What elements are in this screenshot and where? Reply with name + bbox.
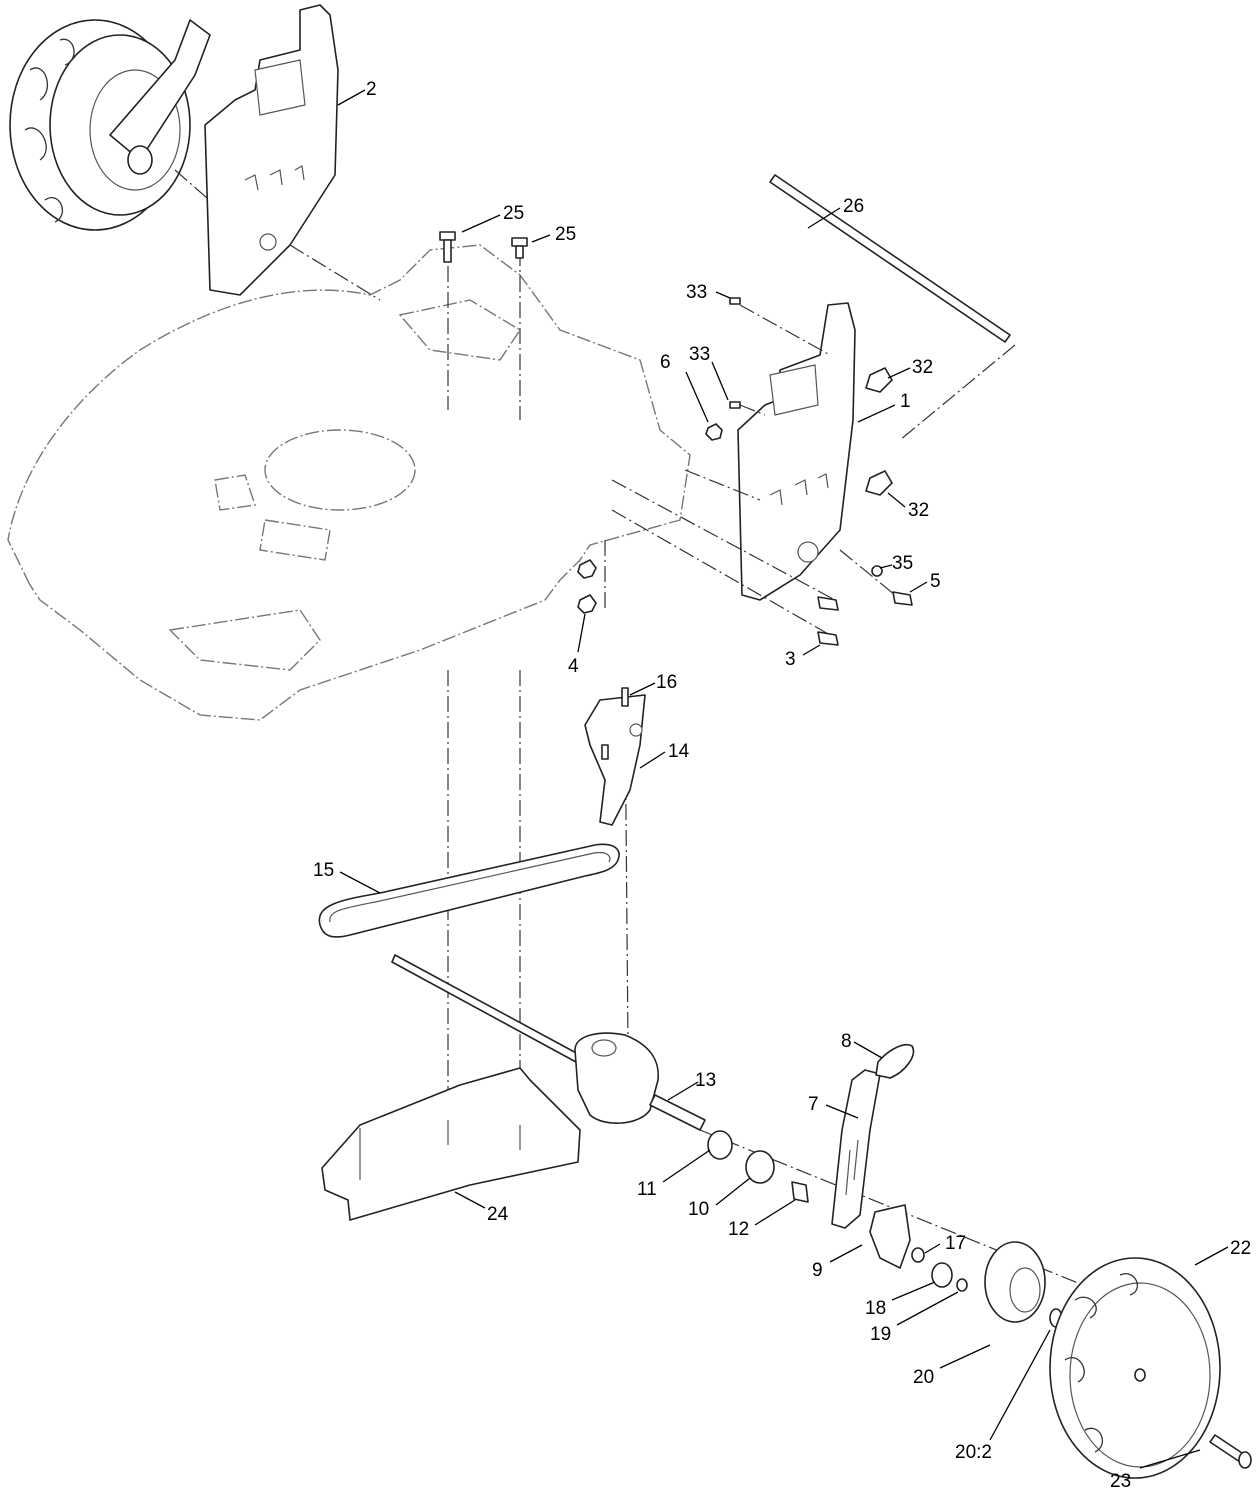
right-height-plate — [737, 302, 893, 601]
bracket-14 — [584, 694, 646, 826]
pivot-bracket — [869, 1204, 911, 1269]
wheel-bolt — [1209, 1434, 1252, 1469]
left-height-plate — [204, 4, 381, 301]
screw-16 — [621, 687, 629, 707]
callout-22: 22 — [1230, 1238, 1251, 1259]
assembly-center-lines — [447, 240, 1121, 1301]
callout-20: 20 — [913, 1367, 934, 1388]
callout-7: 7 — [808, 1094, 819, 1115]
callout-25-b: 25 — [555, 224, 576, 245]
callout-23: 23 — [1110, 1471, 1131, 1492]
height-lever — [831, 1069, 881, 1229]
callout-1: 1 — [900, 391, 911, 412]
bolt-25-left — [439, 231, 456, 263]
callout-labels: 2 25 25 26 33 33 6 32 1 32 35 5 3 4 16 1… — [313, 79, 1251, 1492]
grass-baffle — [321, 1067, 581, 1221]
nut-4-lower — [577, 594, 597, 614]
callout-5: 5 — [930, 571, 941, 592]
callout-19: 19 — [870, 1324, 891, 1345]
bolt-25-right — [511, 237, 528, 259]
callout-20-2: 20:2 — [955, 1442, 992, 1463]
callout-17: 17 — [945, 1233, 966, 1254]
callout-33-a: 33 — [686, 282, 707, 303]
callout-26: 26 — [843, 196, 864, 217]
left-wheel-assembly — [9, 19, 216, 231]
callout-9: 9 — [812, 1260, 823, 1281]
callout-15: 15 — [313, 860, 334, 881]
right-wheel — [1049, 1257, 1221, 1479]
pinion-gear-18 — [931, 1262, 953, 1288]
callout-24: 24 — [487, 1204, 509, 1225]
bearing-10 — [745, 1150, 775, 1184]
callout-12: 12 — [728, 1219, 749, 1240]
callout-35: 35 — [892, 553, 913, 574]
lever-grip — [875, 1044, 915, 1079]
callout-6: 6 — [660, 352, 671, 373]
wheel-hub-cup — [984, 1241, 1046, 1323]
screw-35 — [871, 565, 883, 577]
callout-32-b: 32 — [908, 500, 929, 521]
callout-2: 2 — [366, 79, 377, 100]
callout-32-a: 32 — [912, 357, 933, 378]
nut-6 — [705, 423, 723, 441]
screw-33-lower — [729, 401, 741, 409]
callout-18: 18 — [865, 1298, 886, 1319]
screw-33-upper — [729, 297, 741, 305]
callout-11: 11 — [637, 1179, 657, 1200]
mower-deck-outline — [7, 244, 691, 721]
washer-17 — [911, 1247, 925, 1263]
callout-3: 3 — [785, 649, 796, 670]
callout-16: 16 — [656, 672, 677, 693]
bolt-5 — [892, 591, 913, 606]
bushing-12 — [791, 1181, 809, 1203]
clip-19 — [956, 1278, 968, 1292]
bolt-3-upper — [817, 596, 839, 611]
nut-4-upper — [577, 559, 597, 579]
callout-4: 4 — [568, 656, 579, 677]
drive-belt — [318, 843, 620, 938]
callout-8: 8 — [841, 1031, 852, 1052]
callout-33-b: 33 — [689, 344, 710, 365]
callout-25-a: 25 — [503, 203, 524, 224]
bolt-3-lower — [817, 631, 839, 646]
drive-shaft-and-transmission — [391, 954, 706, 1131]
rear-axle-rod — [769, 174, 1016, 441]
spacer-11 — [707, 1130, 733, 1160]
callout-13: 13 — [695, 1070, 716, 1091]
callout-10: 10 — [688, 1199, 709, 1220]
callout-leaders — [337, 89, 1229, 1469]
callout-14: 14 — [668, 741, 690, 762]
